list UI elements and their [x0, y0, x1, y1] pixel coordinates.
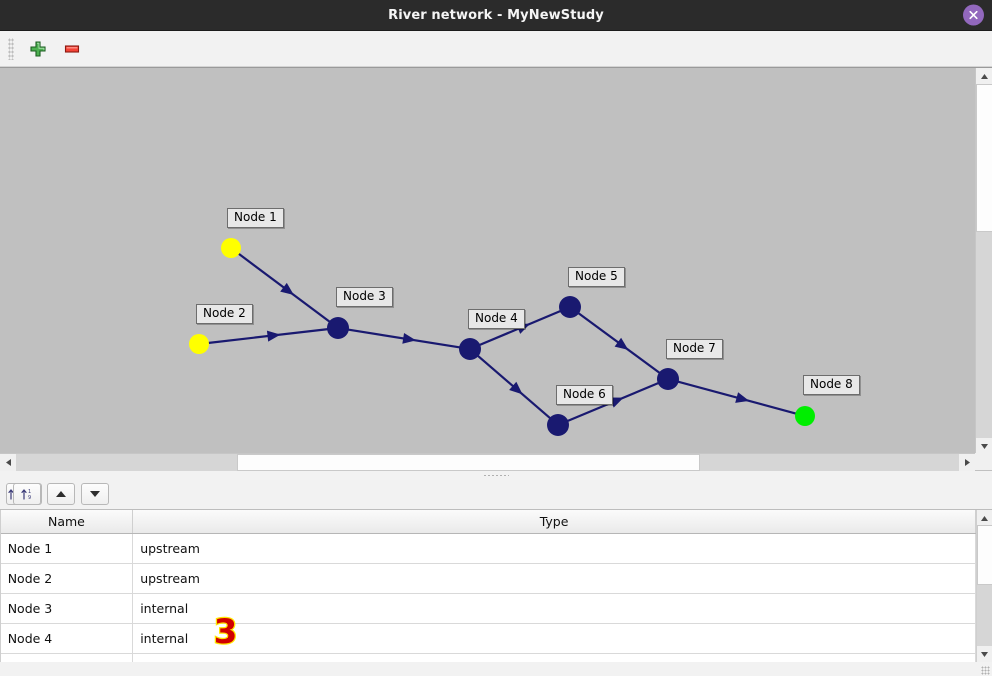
sort-icon[interactable]: 1 9	[12, 483, 41, 505]
table-cell[interactable]: Node 1	[0, 533, 134, 564]
node-scroll-up-icon[interactable]	[976, 510, 992, 526]
canvas-hscroll-thumb[interactable]	[237, 454, 700, 471]
table-cell-empty	[0, 653, 134, 662]
node-label-node-1[interactable]: Node 1	[227, 208, 284, 228]
node-label-node-7[interactable]: Node 7	[666, 339, 723, 359]
node-vscroll-thumb[interactable]	[976, 525, 992, 585]
graph-node-node-2[interactable]	[189, 334, 209, 354]
table-empty-row	[0, 653, 976, 662]
network-graph	[189, 238, 815, 436]
window-title: River network - MyNewStudy	[388, 7, 604, 23]
close-icon[interactable]	[963, 4, 984, 26]
table-cell[interactable]: Node 2	[0, 563, 134, 594]
graph-node-node-4[interactable]	[459, 338, 481, 360]
node-label-node-2[interactable]: Node 2	[196, 304, 253, 324]
canvas-scroll-up-icon[interactable]	[976, 68, 992, 84]
graph-node-node-8[interactable]	[795, 406, 815, 426]
canvas-vertical-scrollbar[interactable]	[975, 68, 992, 454]
column-header-name[interactable]: Name	[0, 510, 134, 534]
add-node-icon[interactable]	[26, 37, 50, 61]
node-scroll-down-icon[interactable]	[976, 646, 992, 662]
graph-node-node-7[interactable]	[657, 368, 679, 390]
canvas-horizontal-scrollbar[interactable]	[0, 453, 975, 471]
table-cell[interactable]: internal	[132, 623, 976, 654]
canvas-vscroll-thumb[interactable]	[976, 84, 992, 232]
table-cell[interactable]: Node 3	[0, 593, 134, 624]
graph-node-node-3[interactable]	[327, 317, 349, 339]
node-toolbar: 1 9	[1, 479, 992, 509]
window-resize-grip[interactable]	[981, 666, 990, 675]
graph-node-node-1[interactable]	[221, 238, 241, 258]
node-label-node-5[interactable]: Node 5	[568, 267, 625, 287]
edge-arrow-icon	[509, 381, 523, 395]
svg-text:1: 1	[28, 489, 31, 495]
edge-arrow-icon	[266, 330, 281, 342]
network-canvas-panel: Node 1 Node 2 Node 3 Node 4 Node 5 Node 6 Node…	[0, 67, 992, 471]
splitter-grip	[483, 473, 509, 477]
graph-node-node-5[interactable]	[559, 296, 581, 318]
canvas-scroll-right-icon[interactable]	[959, 454, 975, 471]
node-label-node-6[interactable]: Node 6	[556, 385, 613, 405]
statusbar	[0, 662, 992, 676]
graph-node-node-6[interactable]	[547, 414, 569, 436]
edge-arrow-icon	[402, 332, 417, 344]
table-cell[interactable]: upstream	[132, 563, 976, 594]
svg-text:9: 9	[28, 495, 31, 501]
toolbar-grip[interactable]	[8, 37, 14, 60]
edge-arrow-icon	[280, 282, 294, 296]
table-cell[interactable]: internal	[132, 593, 976, 624]
arrow-up-icon[interactable]	[46, 483, 75, 505]
edge-arrow-icon	[735, 392, 750, 403]
edge-arrow-icon	[609, 397, 624, 408]
canvas-scroll-down-icon[interactable]	[976, 438, 992, 454]
arrow-down-icon[interactable]	[80, 483, 109, 505]
node-label-node-8[interactable]: Node 8	[803, 375, 860, 395]
canvas-scroll-corner	[975, 453, 992, 470]
node-table-vertical-scrollbar[interactable]	[975, 510, 992, 662]
remove-node-icon[interactable]	[60, 37, 84, 61]
node-label-node-3[interactable]: Node 3	[336, 287, 393, 307]
edge-arrow-icon	[614, 337, 629, 350]
network-canvas[interactable]: Node 1 Node 2 Node 3 Node 4 Node 5 Node 6 Node…	[0, 68, 975, 454]
table-cell[interactable]: upstream	[132, 533, 976, 564]
table-cell[interactable]: Node 4	[0, 623, 134, 654]
node-label-node-4[interactable]: Node 4	[468, 309, 525, 329]
canvas-scroll-left-icon[interactable]	[0, 454, 16, 471]
horizontal-splitter[interactable]	[0, 471, 992, 479]
main-toolbar	[0, 31, 992, 67]
window-titlebar: River network - MyNewStudy	[0, 0, 992, 31]
column-header-type[interactable]: Type	[132, 510, 976, 534]
table-cell-empty	[132, 653, 976, 662]
